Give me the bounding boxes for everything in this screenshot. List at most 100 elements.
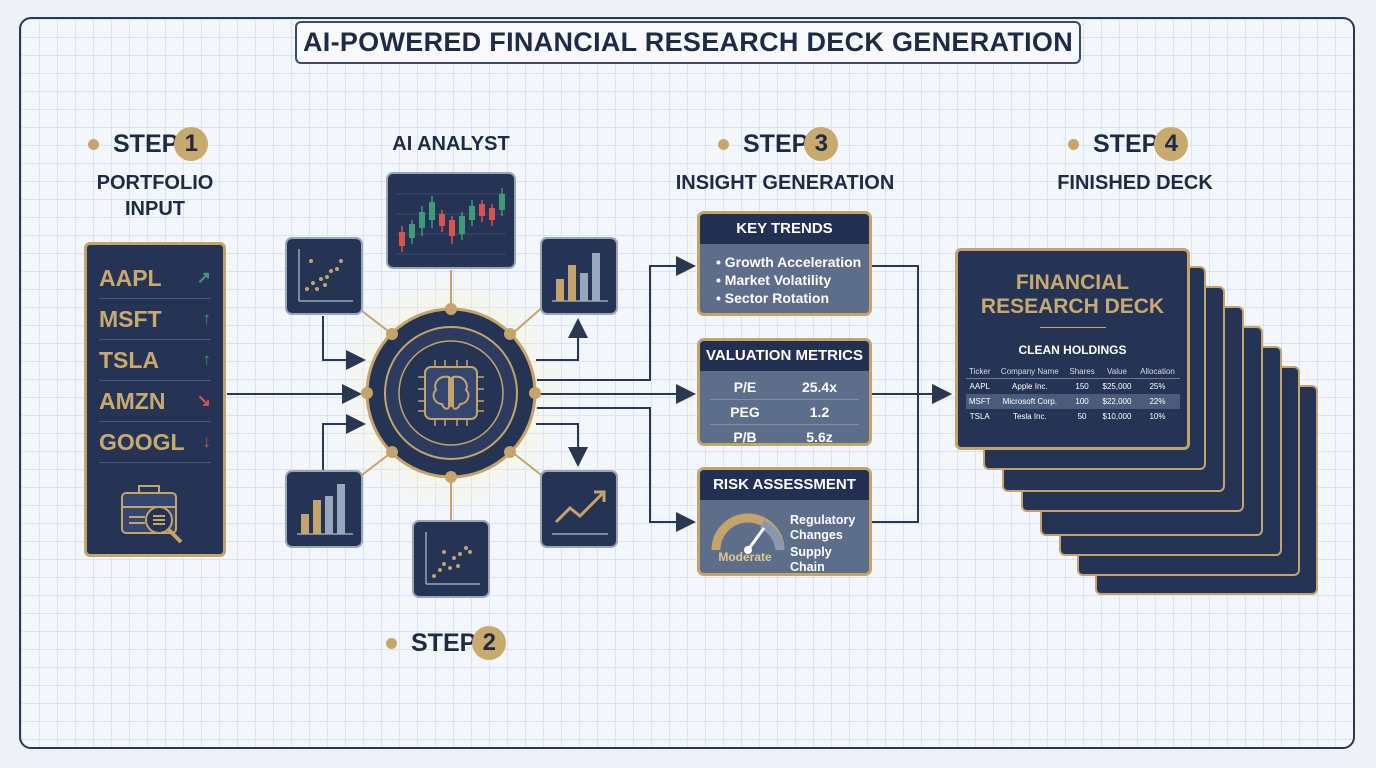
ticker-symbol: AMZN [99, 387, 166, 414]
scatter-plot-icon [412, 520, 490, 598]
title-box: AI-POWERED FINANCIAL RESEARCH DECK GENER… [295, 21, 1081, 64]
table-cell: 50 [1077, 412, 1087, 421]
step2-badge: STEP 2 [386, 626, 507, 660]
column-header: Allocation [1135, 365, 1180, 379]
arrow-up-icon: ↑ [202, 309, 212, 328]
table-cell: 10% [1149, 412, 1166, 421]
column-header: Shares [1065, 365, 1099, 379]
metric-row: P/E 25.4x [710, 375, 859, 400]
step-number: 3 [804, 127, 839, 161]
step-word: STEP [411, 628, 477, 657]
key-trends-card: KEY TRENDS • Growth Acceleration • Marke… [697, 211, 872, 316]
brain-chip-icon [418, 360, 484, 426]
table-row: TSLA Tesla Inc. 50 $10,000 10% [966, 409, 1180, 424]
table-cell: $25,000 [1102, 382, 1132, 391]
step-dot [1068, 138, 1079, 150]
deck-title-line1: FINANCIAL [1015, 271, 1130, 294]
diagram-title: AI-POWERED FINANCIAL RESEARCH DECK GENER… [302, 27, 1074, 57]
metric-name: PEG [730, 404, 760, 420]
flow-arrows [227, 256, 952, 532]
bar-chart-icon [285, 470, 363, 548]
holdings-table: Ticker Company Name Shares Value Allocat… [965, 365, 1180, 424]
bar-chart-icon [540, 237, 618, 315]
valuation-metrics-card: VALUATION METRICS P/E 25.4x PEG 1.2 P/B 5.6… [697, 338, 872, 446]
step1-badge: STEP 1 [88, 127, 209, 161]
arrow-up-icon: ↑ [202, 350, 212, 369]
step1-label-line1: PORTFOLIO [96, 172, 214, 194]
step-dot [386, 637, 397, 649]
step3-badge: STEP 3 [718, 127, 839, 161]
trend-item: • Market Volatility [716, 272, 832, 288]
metric-name: P/B [733, 429, 757, 445]
trend-item-text: Sector Rotation [724, 290, 830, 306]
metric-value: 5.6z [806, 429, 833, 445]
portfolio-panel: AAPL↗ MSFT ↑ TSLA ↑ AMZN ↘ GOOGL ↓ [84, 242, 226, 557]
trend-line-icon [540, 470, 618, 548]
trend-item-text: Growth Acceleration [724, 254, 862, 270]
step-word: STEP [1093, 129, 1159, 158]
table-cell: Tesla Inc. [1012, 412, 1047, 421]
column-header: Ticker [965, 365, 994, 379]
card-header: VALUATION METRICS [700, 341, 869, 371]
step-word: STEP [743, 129, 809, 158]
ai-analyst-label: AI ANALYST [392, 133, 510, 155]
trend-item: • Sector Rotation [716, 290, 830, 306]
risk-factor: Changes [790, 528, 843, 542]
risk-assessment-card: RISK ASSESSMENT Moderate Regulatory Chan… [697, 467, 872, 576]
card-header: RISK ASSESSMENT [700, 470, 869, 500]
candlestick-chart-icon [386, 172, 516, 269]
step1-label: PORTFOLIO INPUT [80, 170, 230, 222]
table-cell: Apple Inc. [1012, 382, 1048, 391]
metric-name: P/E [733, 379, 757, 395]
step4-badge: STEP 4 [1068, 127, 1189, 161]
step-number: 2 [472, 626, 507, 660]
hub-nodes [361, 303, 541, 483]
metric-value: 25.4x [801, 379, 838, 395]
deck-divider [1039, 327, 1106, 328]
trend-item: • Growth Acceleration [716, 254, 862, 270]
column-header: Value [1098, 365, 1136, 379]
risk-factor: Regulatory [790, 513, 856, 527]
table-cell: MSFT [965, 394, 994, 409]
column-header: Company Name [994, 365, 1066, 379]
briefcase-magnifier-icon [121, 485, 183, 544]
ticker-row: AAPL↗ [99, 258, 211, 299]
metric-row: PEG 1.2 [710, 400, 859, 425]
metric-row: P/B 5.6z [710, 425, 859, 445]
ticker-symbol: GOOGL [99, 428, 185, 455]
table-cell: 100 [1065, 394, 1099, 409]
metric-value: 1.2 [809, 404, 830, 420]
arrow-down-icon: ↓ [202, 432, 212, 451]
table-header-row: Ticker Company Name Shares Value Allocat… [965, 365, 1180, 379]
ticker-row: MSFT ↑ [99, 299, 211, 340]
risk-gauge-icon [711, 513, 785, 554]
deck-cover-slide: FINANCIAL RESEARCH DECK CLEAN HOLDINGS T… [955, 248, 1190, 450]
step-dot [88, 138, 99, 150]
table-cell: Microsoft Corp. [994, 394, 1066, 409]
step-dot [718, 138, 729, 150]
scatter-plot-icon [285, 237, 363, 315]
table-cell: 25% [1149, 382, 1166, 391]
table-cell: $10,000 [1102, 412, 1132, 421]
step1-label-line2: INPUT [125, 198, 185, 220]
step3-label: INSIGHT GENERATION [675, 172, 895, 194]
risk-factor: Supply Chain [790, 545, 832, 574]
ticker-row: TSLA ↑ [99, 340, 211, 381]
deck-title: FINANCIAL RESEARCH DECK [958, 271, 1187, 319]
table-cell: 150 [1075, 382, 1089, 391]
trend-up-icon: ↗ [196, 268, 211, 287]
card-header: KEY TRENDS [700, 214, 869, 244]
step-number: 1 [174, 127, 209, 161]
gauge-label: Moderate [718, 550, 772, 564]
table-cell: $22,000 [1098, 394, 1136, 409]
ticker-symbol: TSLA [99, 346, 160, 373]
ticker-row: GOOGL ↓ [99, 422, 211, 463]
trend-down-icon: ↘ [196, 391, 211, 410]
table-cell: TSLA [969, 412, 990, 421]
trend-item-text: Market Volatility [724, 272, 832, 288]
ticker-symbol: MSFT [99, 305, 162, 332]
step-number: 4 [1154, 127, 1189, 161]
